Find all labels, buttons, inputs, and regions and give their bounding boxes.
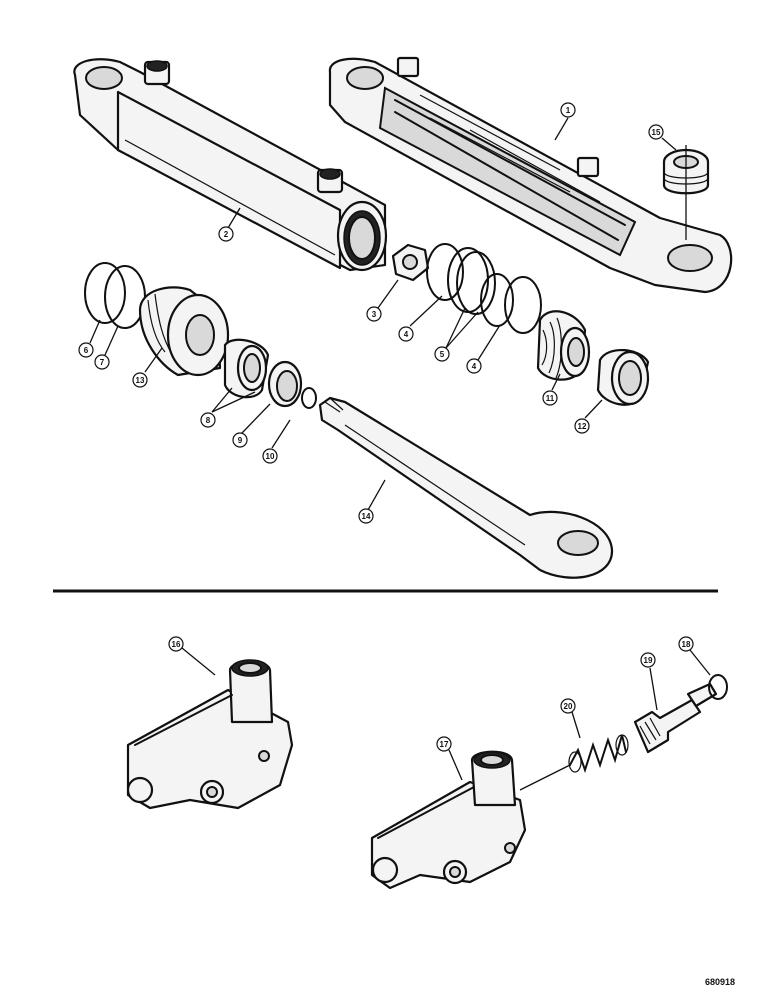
callout-number: 11 xyxy=(546,394,555,403)
callout-c6: 6 xyxy=(78,342,94,358)
callout-number: 15 xyxy=(652,128,661,137)
callout-number: 12 xyxy=(578,422,587,431)
callout-number: 17 xyxy=(440,740,449,749)
leader-lines xyxy=(89,117,711,781)
callout-number: 19 xyxy=(644,656,653,665)
callout-number: 4 xyxy=(472,362,477,371)
callout-number: 10 xyxy=(266,452,275,461)
valve-body-17 xyxy=(370,750,571,890)
callout-circle xyxy=(678,636,694,652)
callout-circle xyxy=(200,412,216,428)
o-ring-10 xyxy=(301,387,317,409)
callout-number: 2 xyxy=(224,230,229,239)
callout-circle xyxy=(436,736,452,752)
callout-circle xyxy=(560,102,576,118)
callout-c8a: 8 xyxy=(200,412,216,428)
nut-3 xyxy=(391,243,430,282)
drawing-reference-number: 680918 xyxy=(705,977,735,987)
callout-circle xyxy=(434,346,450,362)
callout-c14: 14 xyxy=(358,508,374,524)
callout-c20: 20 xyxy=(560,698,576,714)
gland-13 xyxy=(138,286,230,377)
callout-circle xyxy=(560,698,576,714)
callout-number: 6 xyxy=(84,346,89,355)
callout-c11: 11 xyxy=(542,390,558,406)
callout-number: 7 xyxy=(100,358,105,367)
callout-c7: 7 xyxy=(94,354,110,370)
poppet-19 xyxy=(633,682,718,754)
valve-body-16 xyxy=(126,659,294,810)
callout-c12: 12 xyxy=(574,418,590,434)
callout-c10: 10 xyxy=(262,448,278,464)
callout-number: 4 xyxy=(404,330,409,339)
callout-circle xyxy=(366,306,382,322)
callout-c1: 1 xyxy=(560,102,576,118)
piston-rod-14 xyxy=(318,396,614,579)
callout-c16: 16 xyxy=(168,636,184,652)
callout-c4a: 4 xyxy=(398,326,414,342)
callout-circle xyxy=(542,390,558,406)
callout-circle xyxy=(168,636,184,652)
callout-number: 5 xyxy=(440,350,445,359)
callout-circle xyxy=(398,326,414,342)
o-rings-left xyxy=(84,262,146,329)
callout-c15: 15 xyxy=(648,124,664,140)
callout-number: 1 xyxy=(566,106,571,115)
callout-c18: 18 xyxy=(678,636,694,652)
callout-circle xyxy=(358,508,374,524)
callout-number: 16 xyxy=(172,640,181,649)
snap-ring-18 xyxy=(708,674,728,700)
callout-circle xyxy=(218,226,234,242)
callout-c19: 19 xyxy=(640,652,656,668)
callout-c3a: 3 xyxy=(366,306,382,322)
callout-c5: 5 xyxy=(434,346,450,362)
callout-circle xyxy=(78,342,94,358)
piston-11 xyxy=(536,310,591,381)
callout-number: 14 xyxy=(362,512,371,521)
fitting-15 xyxy=(662,145,710,240)
callout-number: 18 xyxy=(682,640,691,649)
wiper-9 xyxy=(267,360,303,408)
callout-circle xyxy=(466,358,482,374)
callout-c9: 9 xyxy=(232,432,248,448)
callout-circle xyxy=(574,418,590,434)
callout-number: 8 xyxy=(206,416,211,425)
callout-number: 13 xyxy=(136,376,145,385)
callout-circle xyxy=(132,372,148,388)
spring-20 xyxy=(568,734,629,774)
callout-c2: 2 xyxy=(218,226,234,242)
collar-12 xyxy=(596,348,650,406)
cylinder-tube xyxy=(73,58,388,272)
callout-circle xyxy=(262,448,278,464)
callout-number: 9 xyxy=(238,436,243,445)
callout-number: 20 xyxy=(564,702,573,711)
callout-circle xyxy=(648,124,664,140)
callout-c13: 13 xyxy=(132,372,148,388)
cylinder-assembly xyxy=(328,56,733,294)
callout-circle xyxy=(640,652,656,668)
callout-c4b: 4 xyxy=(466,358,482,374)
callout-circle xyxy=(232,432,248,448)
callout-c17: 17 xyxy=(436,736,452,752)
bushings-8 xyxy=(223,338,270,399)
callout-circle xyxy=(94,354,110,370)
piston-rings xyxy=(426,243,542,334)
callout-number: 3 xyxy=(372,310,377,319)
